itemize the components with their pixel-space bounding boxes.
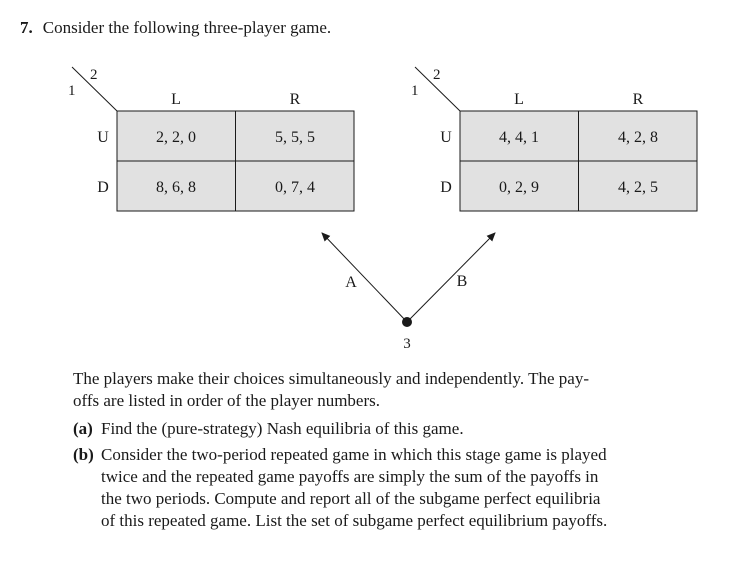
branch-A-label: A: [345, 274, 357, 291]
player3-node-label: 3: [403, 336, 411, 352]
part-label: (a): [73, 419, 93, 438]
part-label: (b): [73, 445, 94, 464]
left-cell-DR: 0, 7, 4: [275, 179, 315, 196]
part-line: Find the (pure-strategy) Nash equilibria…: [101, 419, 464, 438]
right-row-label-U: U: [440, 129, 452, 146]
right-corner-player2: 2: [433, 67, 441, 83]
right-corner-player1: 1: [411, 83, 419, 99]
right-cell-UL: 4, 4, 1: [499, 129, 539, 146]
question-parts: (a) Find the (pure-strategy) Nash equili…: [73, 418, 693, 536]
left-col-label-L: L: [171, 91, 181, 108]
player3-node: [402, 317, 412, 327]
left-cell-UL: 2, 2, 0: [156, 129, 196, 146]
part-line: the two periods. Compute and report all …: [101, 489, 601, 508]
paragraph-line: offs are listed in order of the player n…: [73, 391, 381, 410]
question-intro: Consider the following three-player game…: [42, 18, 332, 37]
branch-A-arrow: [321, 232, 408, 323]
part-a: (a) Find the (pure-strategy) Nash equili…: [73, 418, 693, 440]
part-line: Consider the two-period repeated game in…: [101, 445, 607, 464]
left-col-label-R: R: [290, 91, 301, 108]
left-corner-player1: 1: [68, 83, 76, 99]
part-line: of this repeated game. List the set of s…: [101, 511, 608, 530]
left-game-matrix: 2 1 L R U D 2, 2, 0 5, 5, 5 8, 6, 8 0, 7…: [68, 66, 355, 212]
right-corner-diagonal: [414, 66, 461, 112]
right-row-label-D: D: [440, 179, 452, 196]
left-corner-diagonal: [71, 66, 118, 112]
left-corner-player2: 2: [90, 67, 98, 83]
branch-B-arrow: [406, 232, 496, 323]
right-cell-DL: 0, 2, 9: [499, 179, 539, 196]
right-col-label-R: R: [633, 91, 644, 108]
left-row-label-D: D: [97, 179, 109, 196]
left-cell-DL: 8, 6, 8: [156, 179, 196, 196]
part-line: twice and the repeated game payoffs are …: [101, 467, 599, 486]
right-cell-DR: 4, 2, 5: [618, 179, 658, 196]
right-cell-UR: 4, 2, 8: [618, 129, 658, 146]
branch-B-label: B: [457, 273, 468, 290]
left-cell-UR: 5, 5, 5: [275, 129, 315, 146]
question-number: 7.: [20, 18, 33, 37]
question-header: 7. Consider the following three-player ga…: [20, 18, 331, 38]
right-game-matrix: 2 1 L R U D 4, 4, 1 4, 2, 8 0, 2, 9 4, 2…: [411, 66, 698, 212]
left-row-label-U: U: [97, 129, 109, 146]
player3-tree: A B 3: [321, 232, 496, 352]
part-b: (b) Consider the two-period repeated gam…: [73, 444, 693, 532]
description-paragraph: The players make their choices simultane…: [73, 368, 683, 412]
paragraph-line: The players make their choices simultane…: [73, 369, 589, 388]
right-col-label-L: L: [514, 91, 524, 108]
